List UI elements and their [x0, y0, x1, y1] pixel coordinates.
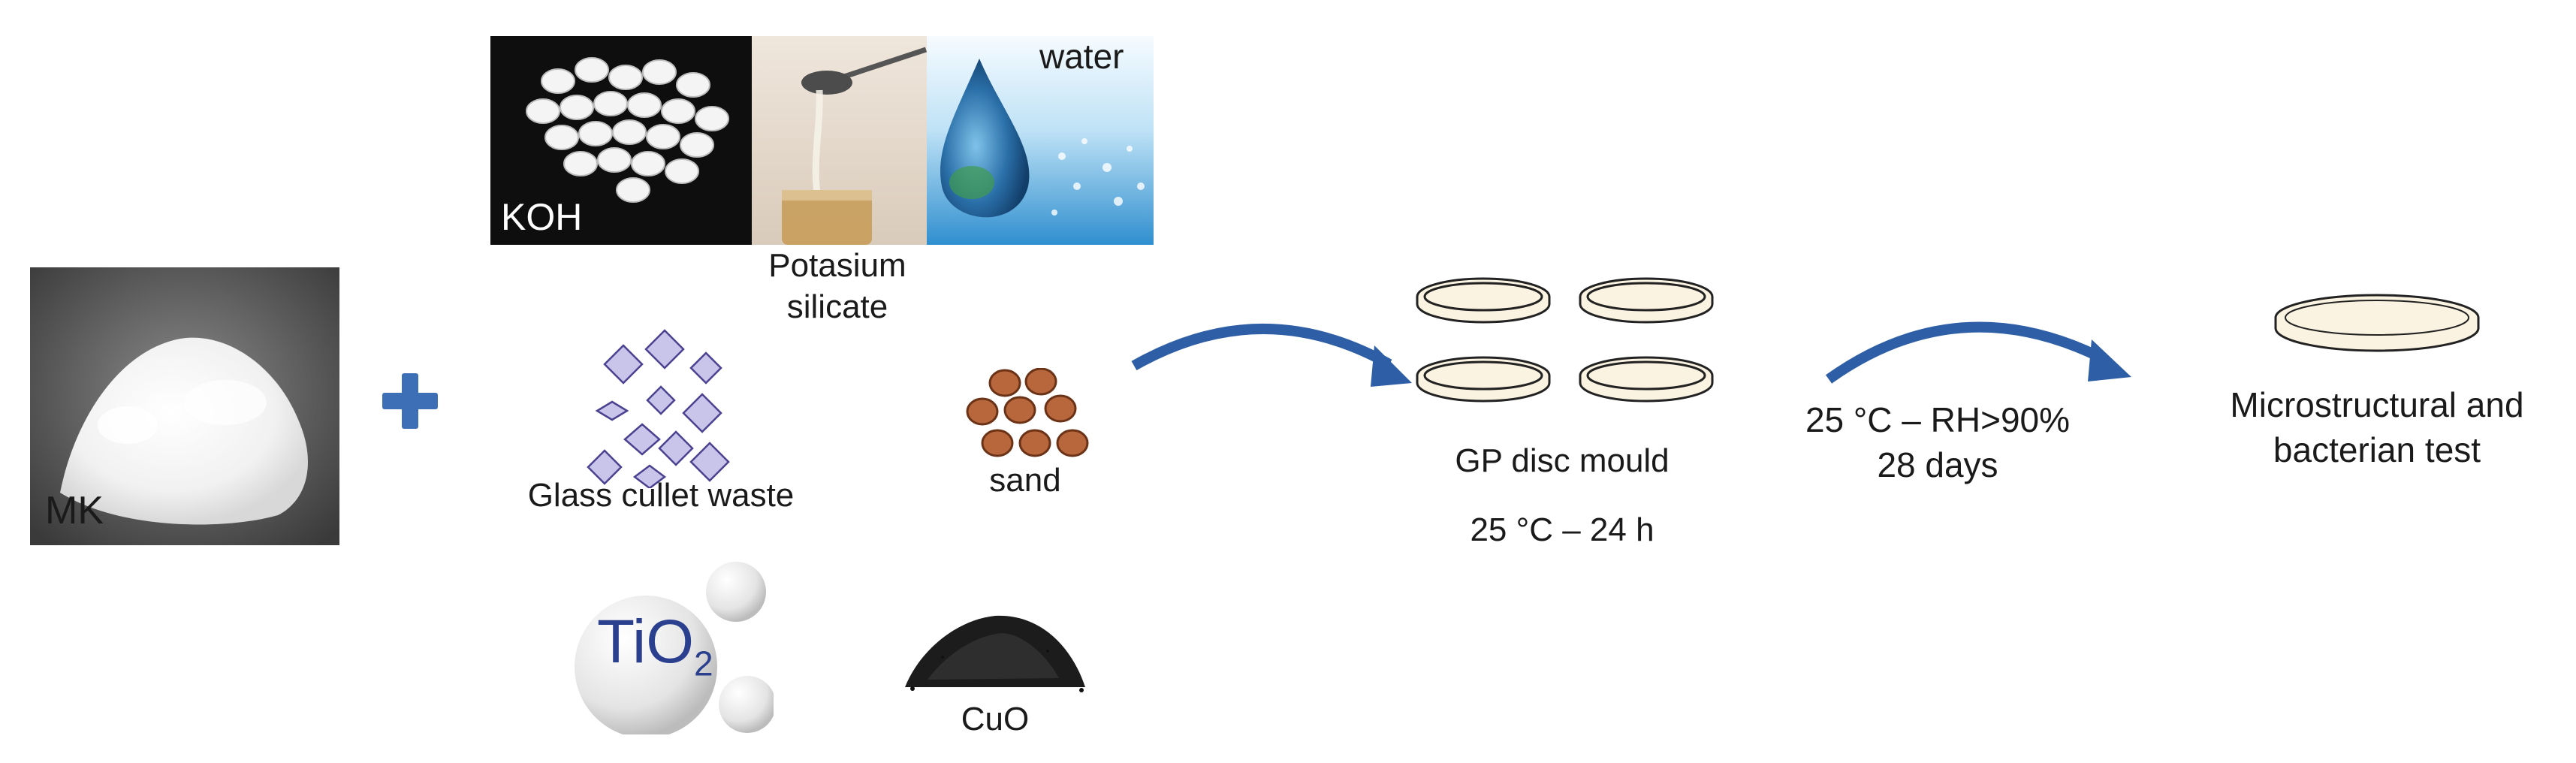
petri-dish	[1579, 356, 1714, 403]
tio2-main-text: TiO	[597, 608, 695, 676]
water-label: water	[1039, 37, 1124, 76]
koh-image: KOH	[490, 36, 752, 245]
tio2-image: TiO2	[571, 562, 774, 734]
gp-disc-mould-icon	[1416, 277, 1714, 403]
mk-powder-image: MK	[30, 267, 339, 545]
sand-icon	[966, 368, 1089, 457]
water-drop-illustration	[927, 36, 1154, 245]
glass-cullet-icon	[587, 329, 730, 488]
process-arrow-2	[1825, 321, 2131, 384]
tests-label: Microstructural and bacterian test	[2230, 385, 2524, 469]
cuo-powder-icon	[905, 615, 1085, 692]
koh-pellets-illustration	[490, 36, 752, 245]
tio2-label: TiO2	[597, 607, 713, 683]
process-arrow-1	[1131, 324, 1412, 387]
petri-dish	[1416, 277, 1551, 324]
gp-disc-mould-label: GP disc mould	[1455, 442, 1670, 479]
potassium-silicate-image	[752, 36, 927, 245]
sand-label: sand	[989, 462, 1061, 499]
mk-powder-illustration	[30, 267, 339, 545]
mk-label: MK	[45, 489, 104, 532]
silicate-spoon-illustration	[752, 36, 927, 245]
potassium-silicate-label: Potasium silicate	[768, 247, 906, 325]
tio2-subscript: 2	[694, 644, 713, 683]
cuo-label: CuO	[961, 701, 1030, 737]
test-dish-icon	[2274, 294, 2480, 352]
water-image: water	[927, 36, 1154, 245]
plus-icon	[382, 373, 438, 429]
koh-label: KOH	[501, 196, 583, 238]
curing-condition-label: 25 °C – RH>90% 28 days	[1805, 400, 2071, 484]
petri-dish	[1579, 277, 1714, 324]
mould-condition-label: 25 °C – 24 h	[1470, 511, 1654, 548]
glass-cullet-label: Glass cullet waste	[527, 477, 795, 514]
tio2-spheres-illustration	[575, 562, 774, 734]
petri-dish	[1416, 356, 1551, 403]
